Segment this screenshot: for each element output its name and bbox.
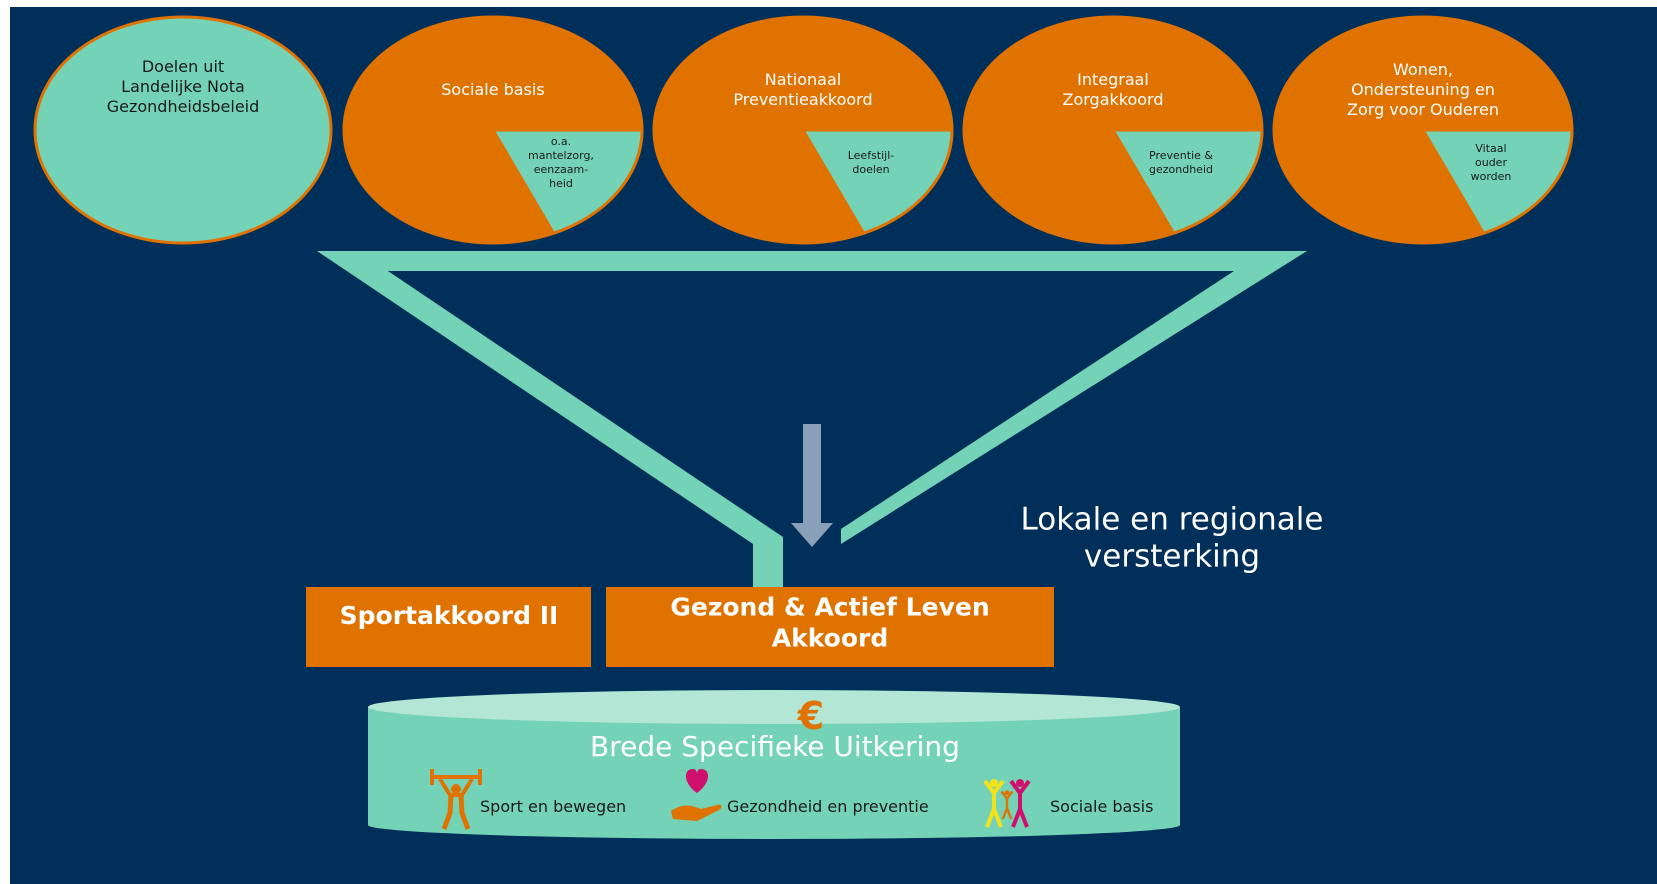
source-sociale-basis: Sociale basis o.a.mantelzorg,eenzaam-heid [342, 15, 644, 245]
heart-hand-icon [671, 769, 722, 821]
source-slice-label: Preventie &gezondheid [1149, 149, 1213, 176]
down-arrow-icon [791, 424, 833, 547]
source-slice [1110, 128, 1264, 236]
source-title: Sociale basis [441, 80, 544, 99]
bucket-item-label: Sociale basis [1050, 797, 1153, 816]
sportakkoord-label: Sportakkoord II [340, 601, 559, 630]
source-slice-label: o.a.mantelzorg,eenzaam-heid [528, 135, 594, 190]
weightlifter-icon [430, 769, 482, 830]
source-slice [800, 128, 954, 236]
source-slice [1420, 128, 1574, 236]
source-slice-label: Leefstijl-doelen [848, 149, 895, 176]
gala-box [606, 587, 1054, 667]
bucket-body [368, 707, 1180, 839]
source-ellipse [33, 15, 333, 245]
people-group-icon [983, 779, 1031, 828]
bucket-top [368, 690, 1180, 724]
bucket-title: Brede Specifieke Uitkering [590, 730, 960, 763]
source-slice [490, 128, 644, 236]
euro-icon: € [797, 694, 824, 738]
bucket-item-label: Sport en bewegen [480, 797, 626, 816]
sportakkoord-box [306, 587, 591, 667]
bucket-item-label: Gezondheid en preventie [727, 797, 929, 816]
